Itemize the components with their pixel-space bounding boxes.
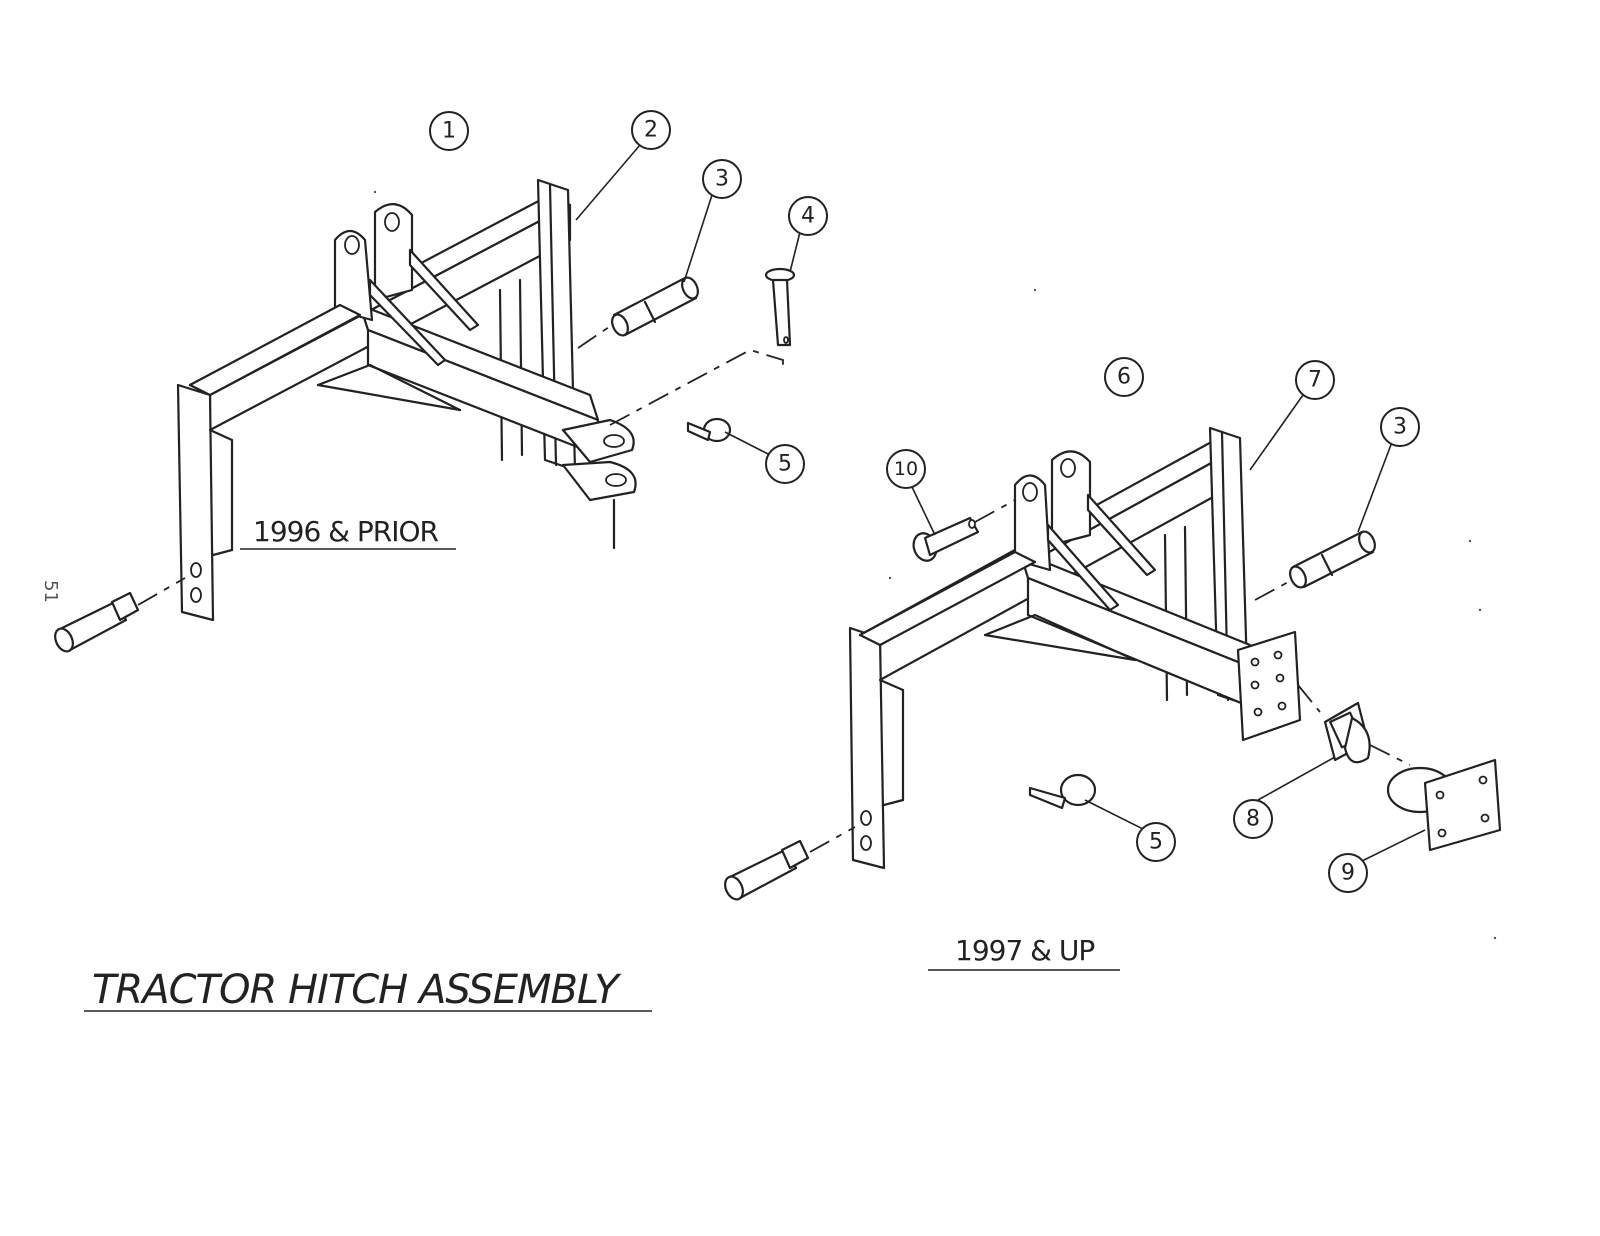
variant-label-1997: 1997 & UP xyxy=(955,934,1094,967)
assembly-line-pin10 xyxy=(974,499,1016,523)
margin-mark: 51 xyxy=(40,580,61,603)
lynch-pin-5-left xyxy=(686,417,732,443)
assembly-line-hook xyxy=(1369,744,1411,766)
callout-4: 4 xyxy=(788,196,828,236)
svg-text:3: 3 xyxy=(715,167,729,192)
callout-3-left: 3 xyxy=(702,159,742,199)
svg-text:9: 9 xyxy=(1341,861,1355,886)
variant-label-1996: 1996 & PRIOR xyxy=(253,515,439,548)
assembly-line-plate xyxy=(1297,684,1321,713)
svg-text:6: 6 xyxy=(1117,365,1131,390)
svg-text:10: 10 xyxy=(894,458,918,480)
hitch-frame-1997 xyxy=(848,426,1302,870)
assembly-line-pto-left xyxy=(137,577,186,606)
pin-10 xyxy=(912,516,980,562)
callout-9: 9 xyxy=(1328,853,1368,893)
callout-6: 6 xyxy=(1104,357,1144,397)
svg-text:7: 7 xyxy=(1308,368,1322,393)
callout-2: 2 xyxy=(631,110,671,150)
pto-pin-left xyxy=(54,591,140,653)
assembly-line-pto-right xyxy=(809,826,856,853)
callout-10: 10 xyxy=(886,449,926,489)
callout-5-right: 5 xyxy=(1136,822,1176,862)
pto-pin-right xyxy=(724,839,810,901)
lynch-pin-5-right xyxy=(1028,773,1097,810)
diagram-title: TRACTOR HITCH ASSEMBLY xyxy=(92,967,622,1013)
callout-8: 8 xyxy=(1233,799,1273,839)
svg-text:4: 4 xyxy=(801,204,815,229)
assembly-line-pin3-right xyxy=(1254,579,1293,601)
svg-text:1: 1 xyxy=(442,119,456,144)
callout-7: 7 xyxy=(1295,360,1335,400)
assembly-line-pin3 xyxy=(577,324,613,349)
svg-text:5: 5 xyxy=(1149,830,1163,855)
svg-text:8: 8 xyxy=(1246,807,1260,832)
pin-3-right xyxy=(1289,530,1376,589)
assembly-line-pin4 xyxy=(609,349,784,426)
callout-1: 1 xyxy=(429,111,469,151)
callout-5-left: 5 xyxy=(765,444,805,484)
callout-3-right: 3 xyxy=(1380,407,1420,447)
leader-lines xyxy=(575,144,1426,863)
pin-3-left xyxy=(611,276,699,337)
clevis-pin-4 xyxy=(764,267,796,347)
svg-text:5: 5 xyxy=(778,452,792,477)
hitch-frame-1996 xyxy=(176,178,637,622)
svg-text:2: 2 xyxy=(644,118,658,143)
mount-plate-9 xyxy=(1386,758,1502,852)
hitch-hook-8 xyxy=(1323,701,1371,764)
svg-text:3: 3 xyxy=(1393,415,1407,440)
